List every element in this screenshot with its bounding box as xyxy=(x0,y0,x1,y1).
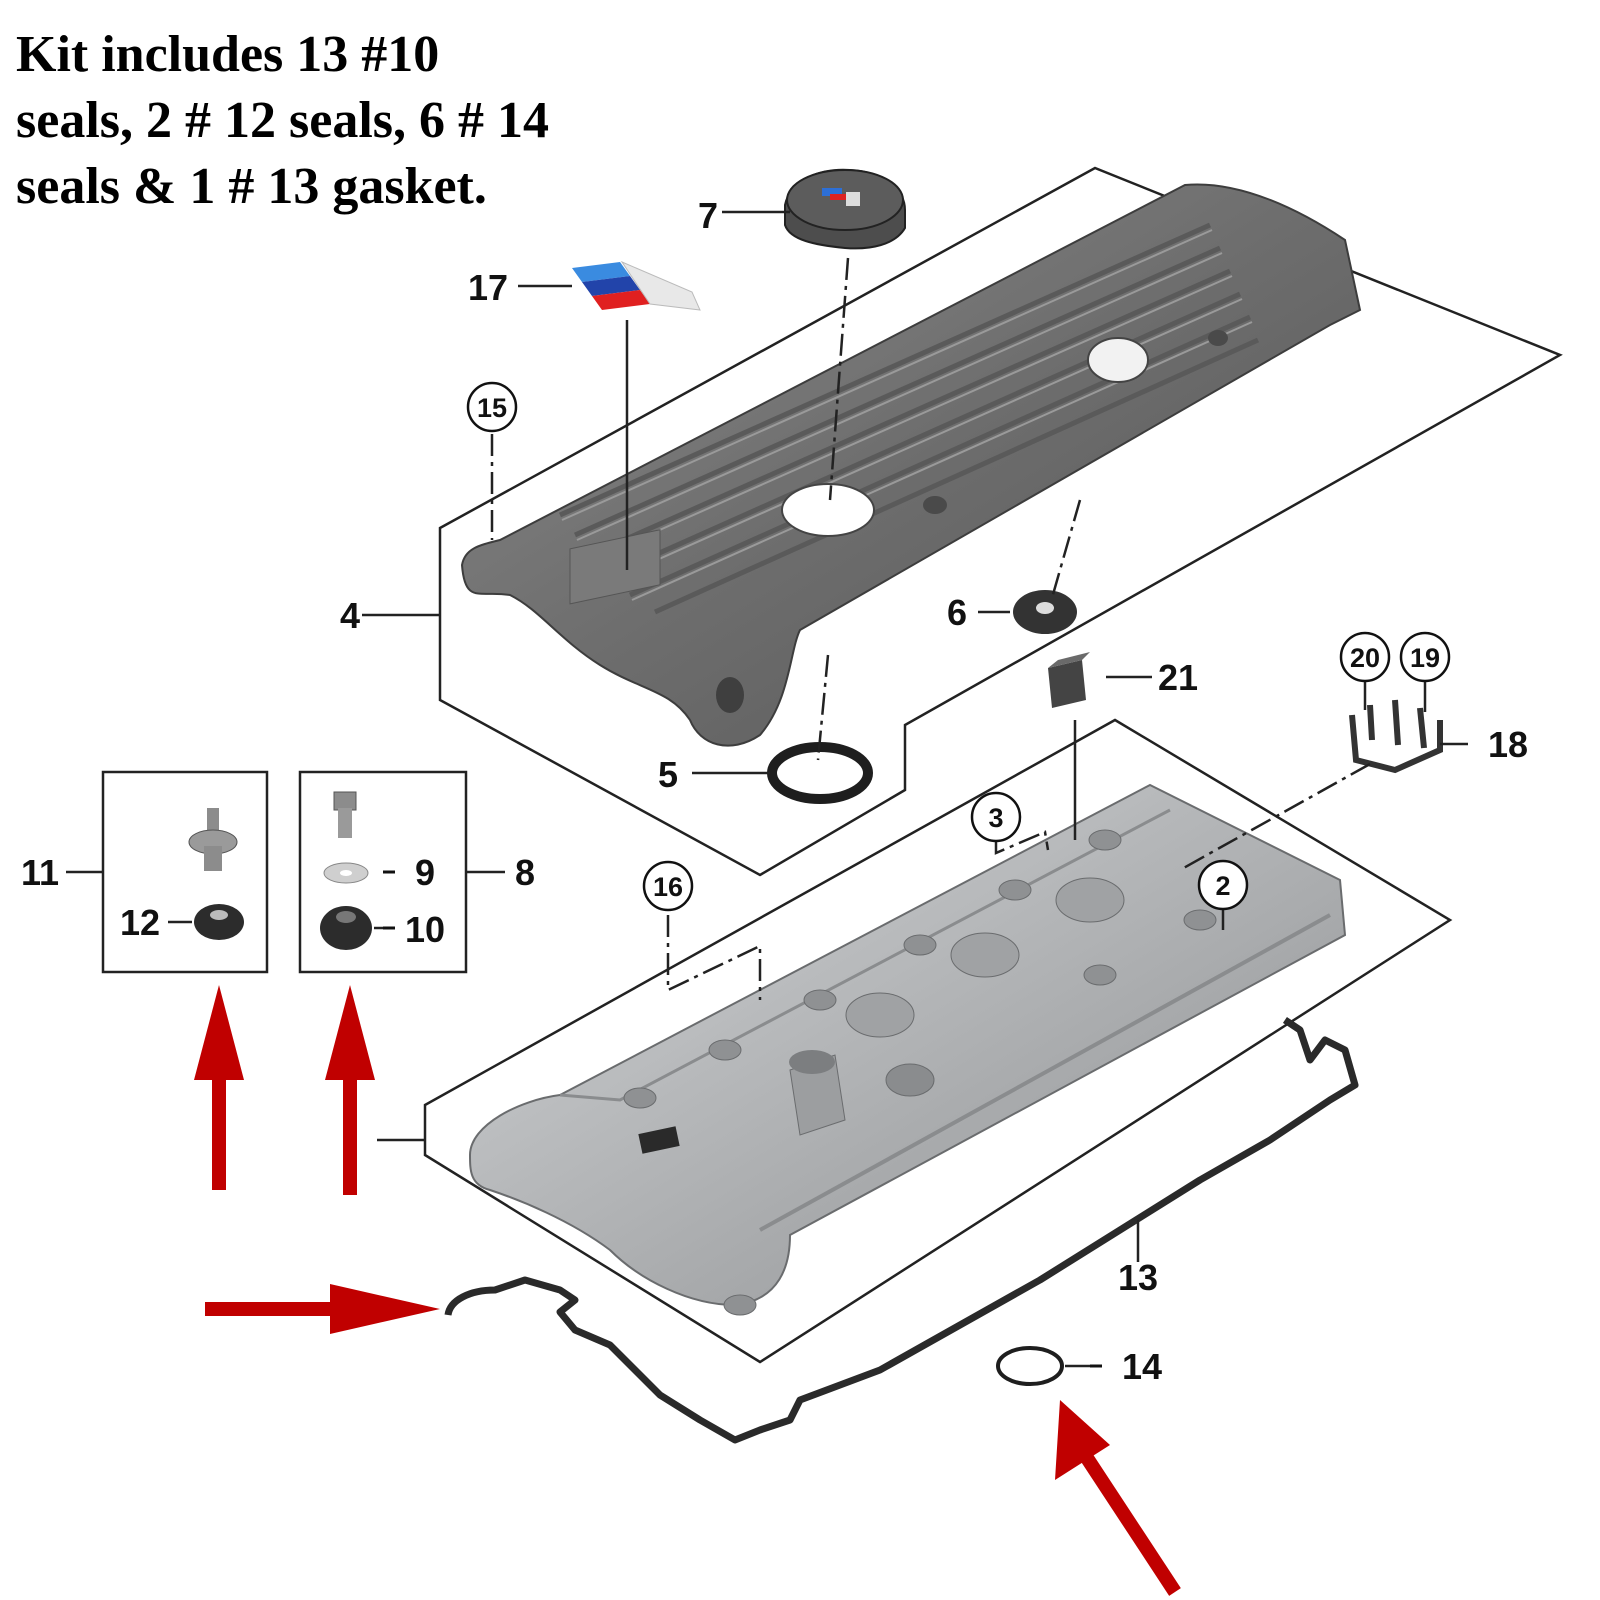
label-11: 11 xyxy=(21,852,59,893)
grommet-hole xyxy=(1036,602,1054,614)
mount-hole xyxy=(1208,330,1228,346)
callout-3: 3 xyxy=(988,803,1003,833)
label-10: 10 xyxy=(405,909,445,950)
oil-filler-cap xyxy=(784,168,906,250)
oil-filler-hole xyxy=(781,483,875,537)
seal-10-hole xyxy=(336,911,356,923)
red-arrow-seal-10 xyxy=(325,985,375,1195)
label-13: 13 xyxy=(1118,1257,1158,1298)
label-7: 7 xyxy=(698,195,718,236)
cover-end-hole xyxy=(716,677,744,713)
seal-10 xyxy=(320,906,372,950)
callout-19: 19 xyxy=(1410,643,1440,673)
valve-cover-gasket xyxy=(444,1017,1359,1444)
label-8: 8 xyxy=(515,852,535,893)
mount-hole-rear xyxy=(1087,337,1149,383)
bracket xyxy=(1349,699,1443,774)
callout-2: 2 xyxy=(1215,871,1230,901)
label-18: 18 xyxy=(1488,724,1528,765)
seal-12 xyxy=(194,904,244,940)
label-14: 14 xyxy=(1122,1346,1162,1387)
red-arrow-gasket xyxy=(205,1284,440,1334)
callout-20: 20 xyxy=(1350,643,1380,673)
number-labels: 7 17 4 6 5 21 18 11 12 9 8 10 13 14 xyxy=(21,195,1528,1387)
label-dashes xyxy=(383,870,1102,1368)
circled-callouts: 15 16 3 2 20 19 xyxy=(466,381,1451,912)
cable-clip xyxy=(1048,652,1090,708)
caption-line-1: Kit includes 13 #10 xyxy=(16,26,440,83)
highlight-arrows xyxy=(194,985,1181,1596)
hex-bolt xyxy=(333,791,357,838)
label-17: 17 xyxy=(468,267,508,308)
engine-cover xyxy=(460,183,1362,747)
kit-contents-caption: Kit includes 13 #10 seals, 2 # 12 seals,… xyxy=(16,22,676,220)
gasket-end xyxy=(1283,1017,1302,1033)
mount-hole xyxy=(923,496,947,514)
label-4: 4 xyxy=(340,595,360,636)
callout-16: 16 xyxy=(653,872,683,902)
leader-lines xyxy=(66,210,1468,1368)
label-21: 21 xyxy=(1158,657,1198,698)
o-ring-seal xyxy=(996,1346,1064,1386)
label-12: 12 xyxy=(120,902,160,943)
m-stripe-emblem xyxy=(572,260,701,311)
stud-bolt xyxy=(188,808,238,871)
label-6: 6 xyxy=(947,592,967,633)
caption-line-3: seals & 1 # 13 gasket. xyxy=(16,158,487,215)
label-plate xyxy=(638,1126,680,1154)
seal-12-hole xyxy=(210,910,228,920)
valve-cover xyxy=(468,783,1347,1316)
label-9: 9 xyxy=(415,852,435,893)
red-arrow-o-ring xyxy=(1055,1400,1181,1596)
washer-9-hole xyxy=(340,870,352,876)
lower-assembly-frame xyxy=(423,718,1453,1364)
emblem-recess xyxy=(569,529,661,605)
callout-15: 15 xyxy=(477,393,507,423)
red-arrow-seal-12 xyxy=(194,985,244,1190)
caption-line-2: seals, 2 # 12 seals, 6 # 14 xyxy=(16,92,549,149)
label-5: 5 xyxy=(658,754,678,795)
filler-ring-seal xyxy=(767,742,873,804)
